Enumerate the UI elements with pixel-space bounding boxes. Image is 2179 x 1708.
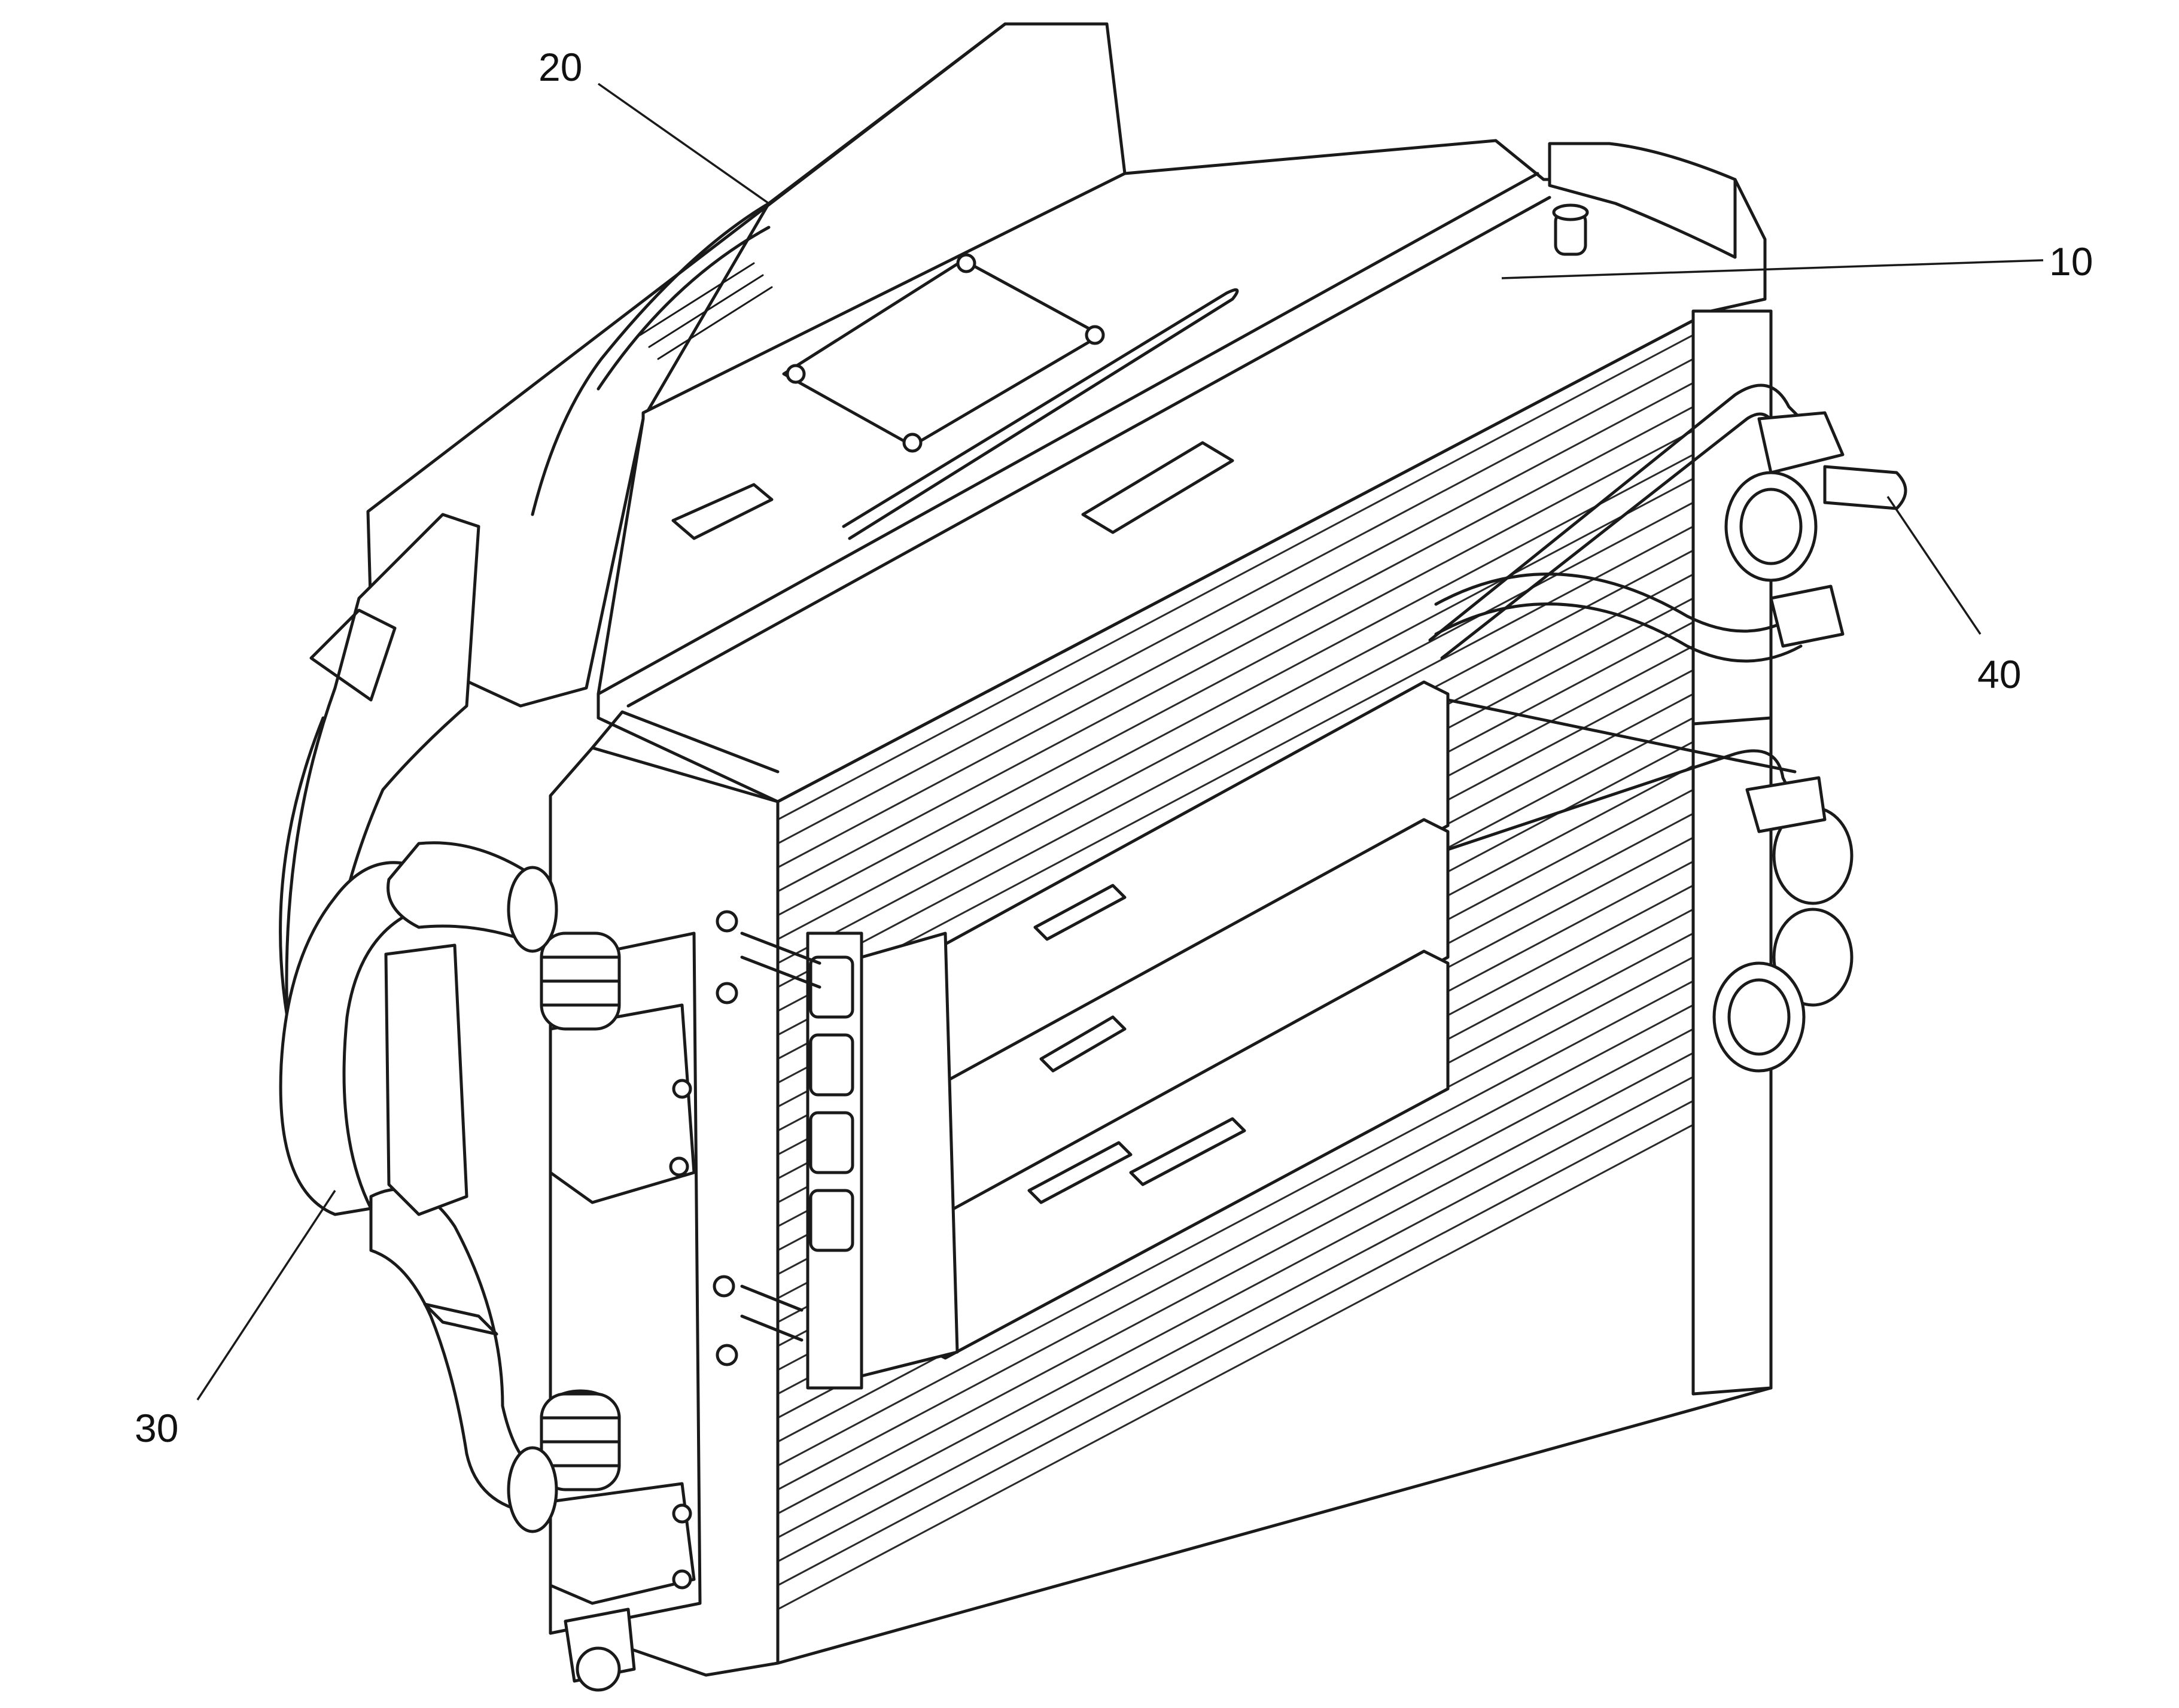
coolant-hoses bbox=[279, 841, 558, 1533]
hydraulic-tubes bbox=[1428, 383, 1907, 1073]
callout-10: 10 bbox=[2049, 239, 2093, 284]
oil-coolers bbox=[806, 680, 1450, 1390]
radiator-top-cover bbox=[597, 139, 1767, 803]
leader-lines bbox=[196, 83, 2044, 1401]
leader-30 bbox=[196, 1190, 336, 1401]
leader-20 bbox=[597, 83, 770, 205]
callout-40: 40 bbox=[1977, 652, 2021, 696]
left-end-frame bbox=[540, 710, 821, 1692]
leader-10 bbox=[1501, 259, 2044, 279]
callout-20: 20 bbox=[538, 45, 582, 89]
callout-30: 30 bbox=[135, 1406, 178, 1450]
leader-40 bbox=[1886, 496, 1982, 635]
